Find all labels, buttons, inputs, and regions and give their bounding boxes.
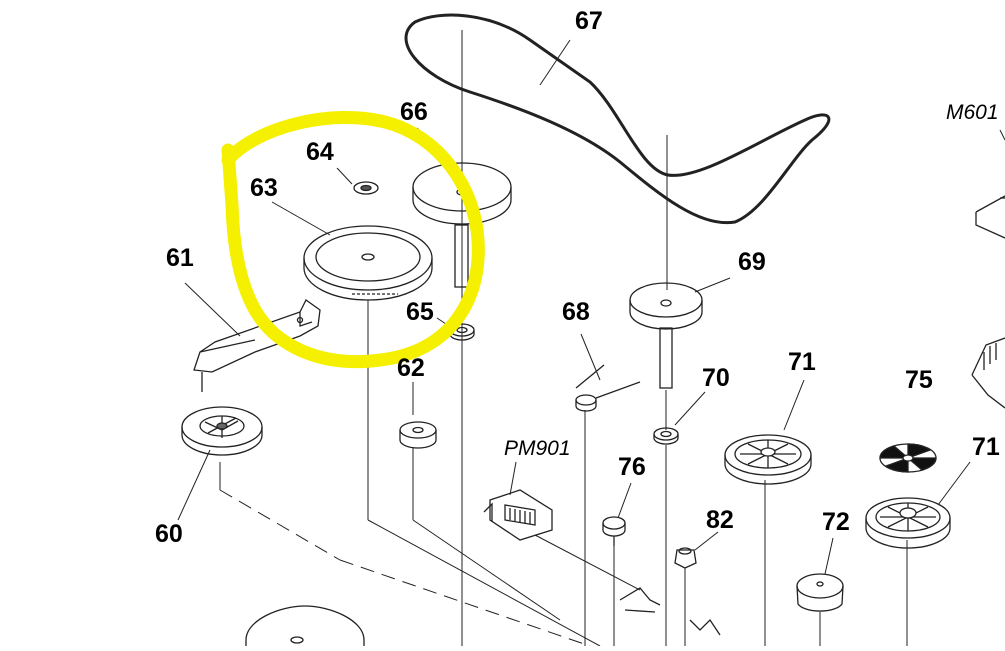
roller-62: [399, 421, 437, 449]
washer-70: [653, 427, 679, 445]
pulley-disc-63: [303, 225, 433, 301]
label-pm901: PM901: [504, 437, 571, 460]
gear-60: [181, 406, 263, 456]
label-part-66: 66: [400, 98, 428, 126]
label-part-60: 60: [155, 520, 183, 548]
motor-m601: [971, 195, 1005, 409]
label-part-75: 75: [905, 366, 933, 394]
guide-lines: [219, 30, 908, 647]
label-part-71-upper: 71: [788, 348, 816, 376]
label-part-61: 61: [166, 244, 194, 272]
label-part-68: 68: [562, 298, 590, 326]
belt-67: [404, 13, 831, 225]
sensor-pm901: [483, 489, 553, 541]
washer-64: [353, 181, 379, 195]
pulley-69: [629, 282, 703, 389]
label-part-70: 70: [702, 364, 730, 392]
leader-lines: [177, 39, 1005, 575]
highlight-circle: [221, 110, 485, 369]
knob-76: [602, 516, 626, 546]
label-part-67: 67: [575, 7, 603, 35]
label-part-72: 72: [822, 508, 850, 536]
label-m601: M601: [946, 101, 999, 124]
label-part-65: 65: [406, 298, 434, 326]
reel-71-upper: [724, 434, 812, 485]
label-part-71-lower: 71: [972, 433, 1000, 461]
bracket-bottom: [619, 587, 721, 636]
clip-68: [575, 364, 641, 412]
label-part-63: 63: [250, 174, 278, 202]
sector-disc-75: [879, 443, 937, 473]
disc-bottom: [245, 605, 365, 646]
label-part-82: 82: [706, 506, 734, 534]
nut-82: [674, 547, 697, 569]
label-part-69: 69: [738, 248, 766, 276]
label-part-64: 64: [306, 138, 334, 166]
label-part-76: 76: [618, 453, 646, 481]
lever-61: [193, 299, 321, 392]
label-part-62: 62: [397, 354, 425, 382]
cap-72: [796, 573, 844, 612]
reel-71-lower: [865, 497, 951, 549]
